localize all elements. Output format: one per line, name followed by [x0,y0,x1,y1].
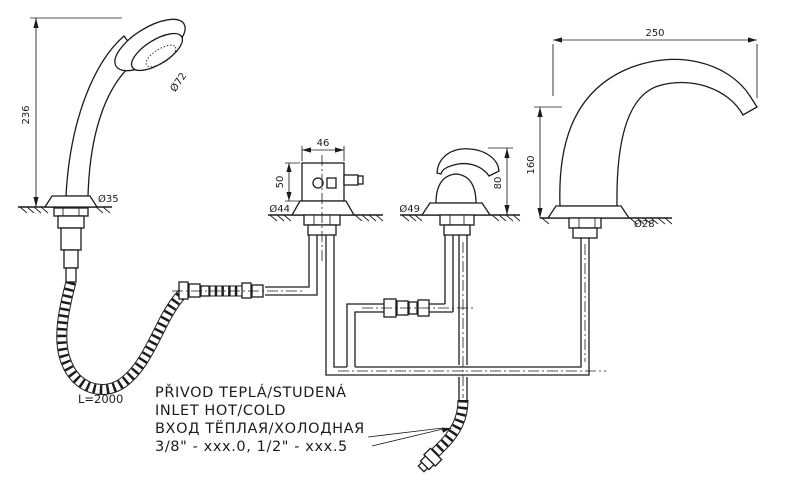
lever-mixer-assembly [420,148,500,236]
shower-hose-body [57,280,187,394]
dim-160-arrow-top [537,107,543,117]
valve-shower-pipe-inner [265,235,318,296]
dim-80-arrow-bottom [504,205,510,215]
dim-236-arrow-bottom [33,197,39,207]
centerlines [172,155,606,398]
lever-deck-hatch [401,214,521,222]
inlet-hose [417,399,469,473]
shower-deck-hatch [19,206,111,214]
note-line-sizes: 3/8" - xxx.0, 1/2" - xxx.5 [155,439,348,455]
shower-hose-nipple [65,267,77,283]
notes: L=2000 PŘIVOD TEPLÁ/STUDENÁ INLET HOT/CO… [78,384,452,455]
fitting-thread [417,461,429,473]
leader-line [367,427,444,447]
leader-arrowhead [441,427,452,433]
shower-shank-lower [63,249,79,269]
note-line-czech: PŘIVOD TEPLÁ/STUDENÁ [155,384,347,401]
valve-nut-facets [313,215,331,225]
spout-shank-nut [568,217,602,229]
dim-spout-height-label: 160 [526,155,537,174]
valve-detail [326,177,337,189]
valve-spout-pipe-inner [333,235,582,368]
dim-236-arrow-top [33,18,39,28]
valve-shower-pipe [265,235,310,288]
diverter-valve-assembly [290,162,364,236]
valve-spout-pipe-outer [325,235,590,376]
inlet-hose-corrugation [431,399,468,457]
shower-head-face [130,32,184,72]
lever-escutcheon [420,202,492,216]
dim-46-extensions [301,146,345,161]
shower-hose-outline [56,280,187,395]
lever-shank-body [443,224,471,236]
dim-valve-base-diameter-label: Ø44 [269,203,290,215]
dim-lever-height-label: 80 [493,177,504,190]
spout-body [559,58,758,207]
dim-250-arrow-left [553,37,562,43]
note-line-english: INLET HOT/COLD [155,403,286,419]
dim-shower-base-diameter-label: Ø35 [98,193,119,205]
valve-cartridge [312,177,324,189]
valve-stem [343,174,359,186]
dim-236-extensions [30,17,122,208]
shower-shank-upper [57,215,85,229]
valve-escutcheon [290,200,356,216]
dim-lever-base-diameter-label: Ø49 [399,203,420,215]
spout-escutcheon [546,205,631,219]
hand-shower-assembly [43,18,186,283]
shower-shank-nut [53,207,89,217]
spout-nut-facets [578,218,596,228]
dim-160-arrow-bottom [537,208,543,218]
dim-valve-width-label: 46 [317,138,330,149]
dim-50-arrow-bottom [286,192,292,201]
valve-deck-hatch [269,214,384,222]
dim-46-arrow-right [335,147,344,153]
spout-deck-hatch [541,217,673,225]
inlet-hose-fitting [417,447,443,473]
note-line-russian: ВХОД ТЁПЛАЯ/ХОЛОДНАЯ [155,419,365,437]
dim-spout-reach-label: 250 [645,28,664,39]
dim-valve-height-label: 50 [275,176,286,189]
shower-escutcheon [43,195,99,208]
dim-250-arrow-right [748,37,757,43]
lever-left-downpipe [444,235,454,312]
shower-nut-facets [62,208,80,216]
lever-handle [436,148,500,177]
coupling-nut [178,281,189,300]
dimensions: 236 Ø72 Ø35 46 50 Ø44 80 Ø49 250 [21,17,758,230]
coupling-body [188,283,201,298]
coupling-nut [241,282,252,299]
dim-head-diameter-label: Ø72 [168,70,190,94]
lever-shank-nut [439,214,475,226]
dim-spout-base-diameter-label: Ø28 [634,218,655,230]
shower-shank-body [60,227,82,251]
shower-spray-face [145,44,177,68]
spout-shank-body [572,227,598,239]
dim-50-extensions [285,162,300,202]
lever-valve-run-inner [354,311,453,367]
shower-hose [56,280,246,395]
valve-stem-cap [357,175,364,185]
lever-nut-facets [449,215,465,225]
dim-46-arrow-left [302,147,311,153]
dim-shower-height-label: 236 [21,105,32,124]
dim-250-extensions [552,44,758,98]
pipework [265,235,590,400]
lever-dome [435,173,477,204]
spout-assembly [546,58,758,239]
dim-80-arrow-top [504,148,510,158]
hose-length-label: L=2000 [78,392,123,406]
dim-50-arrow-top [286,163,292,172]
lever-right-downpipe [458,235,468,400]
shower-hose-corrugation [57,280,187,394]
